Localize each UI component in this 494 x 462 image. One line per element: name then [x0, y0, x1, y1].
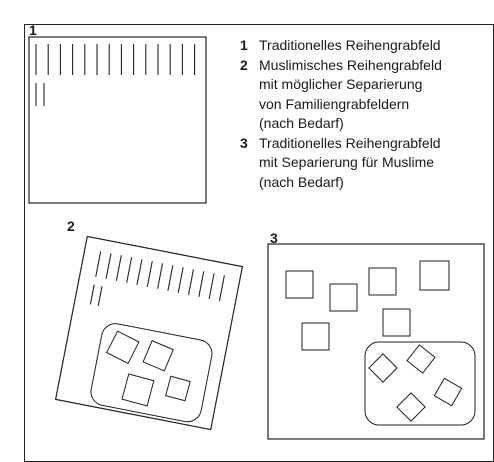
plan-2-grave-rows — [89, 251, 225, 306]
plan-1-grave-rows — [35, 44, 196, 106]
legend-text: Muslimisches Reihengrabfeld mit mögliche… — [259, 56, 442, 132]
plan-1-label: 1 — [29, 22, 37, 38]
plan-2-family-section — [90, 323, 213, 423]
grave-row-mark — [115, 255, 122, 281]
legend-number: 1 — [240, 37, 248, 53]
grave-row-mark — [95, 251, 102, 277]
plan-1-boundary — [28, 36, 207, 204]
legend: 1 Traditionelles Reihengrabfeld 2 Muslim… — [240, 36, 490, 192]
grave-row-mark — [167, 265, 174, 291]
grave-row-mark — [198, 271, 205, 297]
grave-row-mark — [105, 253, 112, 279]
legend-item-1: 1 Traditionelles Reihengrabfeld — [240, 36, 490, 56]
grave-row-mark — [136, 259, 143, 285]
legend-text: Traditionelles Reihengrabfeld — [259, 37, 441, 53]
legend-number: 3 — [240, 134, 248, 151]
grave-row-mark — [97, 286, 103, 306]
grave-row-mark — [146, 261, 153, 287]
legend-text: Traditionelles Reihengrabfeld mit Separi… — [259, 134, 441, 190]
grave-row-mark — [126, 257, 133, 283]
plan-3-boundary — [267, 243, 485, 440]
grave-row-mark — [157, 263, 164, 289]
plan-3-label: 3 — [270, 230, 278, 246]
plan-3-muslim-plots — [368, 344, 463, 422]
grave-row-mark — [89, 284, 95, 305]
plan-3-muslim-section — [364, 341, 476, 426]
legend-item-2: 2 Muslimisches Reihengrabfeld mit möglic… — [240, 56, 490, 134]
plan-3-plots — [285, 260, 450, 351]
grave-row-mark — [187, 269, 195, 295]
grave-row-mark — [218, 275, 225, 301]
plan-2-family-plots — [105, 330, 191, 407]
grave-row-mark — [208, 273, 215, 299]
plan-2-boundary — [54, 235, 244, 431]
legend-number: 2 — [240, 56, 248, 73]
plan-2-label: 2 — [67, 218, 75, 234]
plan-2-field — [54, 235, 244, 431]
plan-3-field — [267, 243, 485, 440]
plan-1-field — [28, 36, 207, 204]
grave-row-mark — [177, 267, 184, 293]
legend-item-3: 3 Traditionelles Reihengrabfeld mit Sepa… — [240, 134, 490, 193]
